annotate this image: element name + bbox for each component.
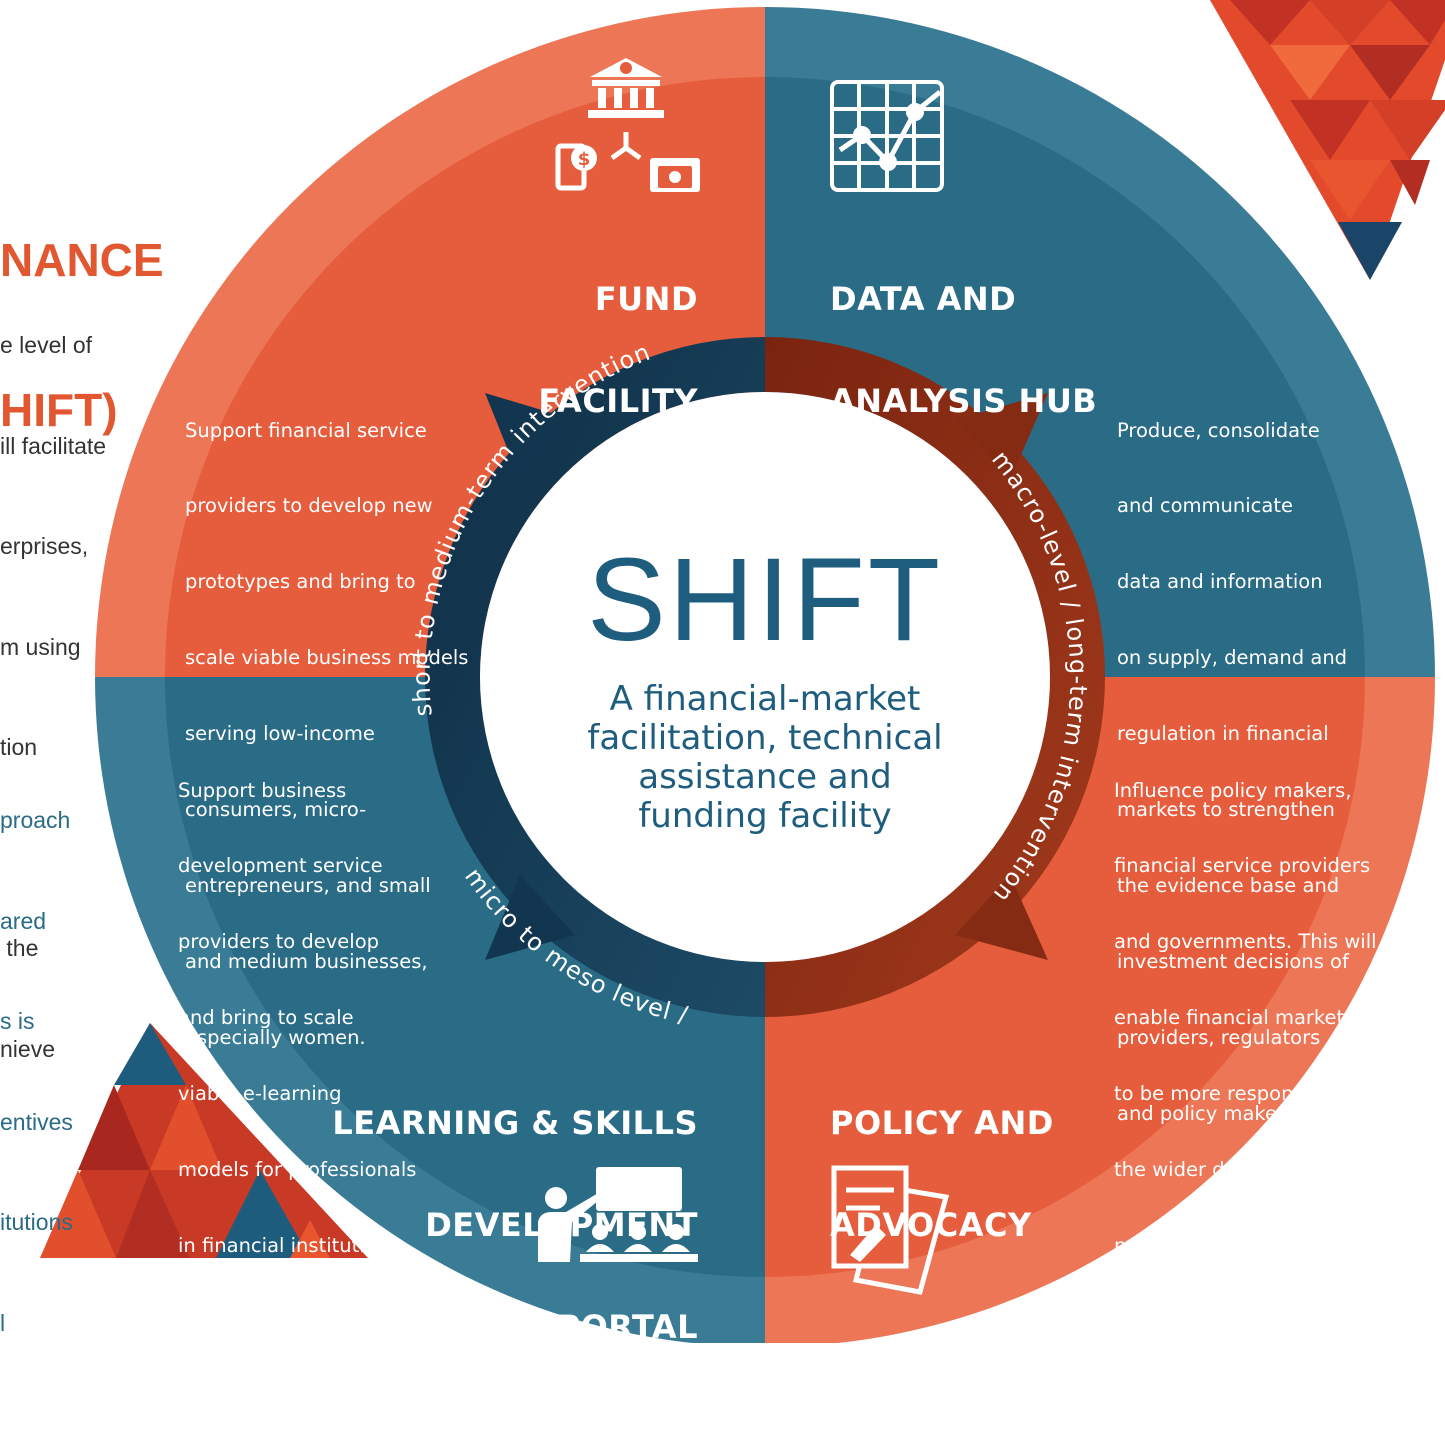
heading-line: FACILITY [538, 382, 698, 420]
ring-arrow-top-right [955, 393, 1048, 480]
description-line: and bring to scale [178, 1006, 354, 1030]
classroom-teacher-icon [538, 1167, 698, 1262]
heading-line: ANALYSIS HUB [830, 382, 1098, 420]
left-lower-line: itutions [0, 1209, 73, 1235]
description-line: the wider development [1114, 1158, 1341, 1182]
ring-arrow-bottom-right [955, 875, 1048, 960]
line-chart-grid-icon [830, 80, 944, 192]
description-line: Influence policy makers, [1114, 778, 1352, 802]
heading-line: ADVOCACY [830, 1206, 1032, 1244]
description-line: to be more responsive to [1114, 1082, 1359, 1106]
description-line: financial service providers [1114, 854, 1371, 878]
description-line: markets to strengthen [1117, 798, 1335, 822]
description-line: to improve productivity [178, 1309, 407, 1333]
heading-line: PORTAL [556, 1308, 698, 1346]
decorative-triangles-top-right [1210, 0, 1445, 280]
learning-portal-description: Support business development service pro… [178, 727, 416, 1435]
description-line: especially women. [185, 1025, 366, 1049]
bank-exchange-icon: $ [555, 58, 700, 192]
svg-text:$: $ [578, 149, 591, 170]
description-line: serving low-income [185, 722, 375, 746]
description-line: and governments. This will [1114, 930, 1377, 954]
center-title: SHIFT [587, 534, 943, 666]
description-line: providers, regulators [1117, 1025, 1321, 1049]
description-line: and professionalism. [178, 1385, 380, 1409]
heading-line: FUND [594, 280, 698, 318]
description-line: and medium businesses, [185, 949, 428, 973]
fund-facility-description: Support financial service providers to d… [185, 367, 468, 1075]
left-body-line: nieve [0, 1035, 55, 1062]
left-title-line: NANCE [0, 234, 164, 286]
heading-line: DEVELOPMENT [425, 1206, 698, 1244]
description-line: consumers, micro- [185, 798, 367, 822]
ring-arrow-top-left [485, 393, 575, 480]
left-title: NANCE HIFT) [0, 135, 164, 485]
description-line: regulation in financial [1117, 722, 1329, 746]
description-line: development service [178, 854, 383, 878]
left-body-line: m using [0, 633, 81, 660]
description-line: viable e-learning [178, 1082, 342, 1106]
center-subtitle: A financial-market facilitation, technic… [515, 680, 1015, 836]
subtitle-line: assistance and [638, 757, 892, 797]
description-line: scale viable business models [185, 646, 469, 670]
learning-portal-heading: LEARNING & SKILLS DEVELOPMENT PORTAL [318, 1038, 698, 1378]
subtitle-line: A financial-market [609, 679, 921, 719]
left-title-line: HIFT) [0, 384, 118, 436]
left-body-text: e level of ill facilitate erprises, m us… [0, 262, 106, 1100]
description-line: Produce, consolidate [1117, 418, 1320, 442]
description-line: and policy makers. [1117, 1101, 1302, 1125]
description-line: on supply, demand and [1117, 646, 1348, 670]
description-line: data and information [1117, 570, 1323, 594]
left-lower-line: entives [0, 1108, 73, 1135]
description-line: prototypes and bring to [185, 570, 416, 594]
description-line: Support business [178, 778, 347, 802]
description-line: entrepreneurs, and small [185, 873, 431, 897]
decorative-triangles-bottom-left [40, 1023, 368, 1258]
data-hub-heading: DATA AND ANALYSIS HUB [830, 214, 1097, 452]
left-body-line: e level of [0, 332, 93, 358]
policy-advocacy-description: Influence policy makers, financial servi… [1114, 727, 1377, 1359]
description-line: models for professionals [178, 1158, 417, 1182]
subtitle-line: funding facility [638, 796, 892, 836]
left-body-line: the [0, 935, 39, 961]
description-line: investment decisions of [1117, 949, 1349, 973]
left-lower-line: l [0, 1309, 6, 1336]
left-body-line: ill facilitate [0, 432, 107, 459]
description-line: the evidence base and [1117, 873, 1340, 897]
left-body-line: tion [0, 734, 38, 760]
description-line: Support financial service [185, 418, 427, 442]
description-line: and communicate [1117, 494, 1293, 518]
heading-line: LEARNING & SKILLS [332, 1104, 698, 1142]
documents-pencil-icon [831, 1165, 950, 1295]
shift-diagram: short to medium-term intervention macro-… [40, 0, 1445, 1343]
left-lower-line: ared [0, 907, 47, 934]
ring-arrow-bottom-left [485, 875, 575, 960]
policy-advocacy-heading: POLICY AND ADVOCACY [830, 1038, 1054, 1276]
intervention-ring: short to medium-term intervention macro-… [408, 337, 1105, 1030]
subtitle-line: facilitation, technical [587, 718, 943, 758]
center-disc [480, 392, 1050, 962]
heading-line: DATA AND [830, 280, 1017, 318]
description-line: providers to develop [178, 930, 380, 954]
description-line: priorities of governments [1114, 1233, 1361, 1257]
description-line: providers to develop new [185, 494, 433, 518]
fund-facility-heading: FUND FACILITY [498, 214, 698, 452]
left-lower-line: s is [0, 1008, 35, 1034]
left-lower-line: proach [0, 807, 71, 833]
description-line: enable financial markets [1114, 1006, 1355, 1030]
description-line: in financial institutions [178, 1233, 400, 1257]
left-lower-text: proach ared s is entives itutions l [0, 737, 73, 1374]
left-body-line: erprises, [0, 533, 89, 559]
description-line: and its people. [1114, 1309, 1259, 1333]
heading-line: POLICY AND [830, 1104, 1054, 1142]
data-hub-description: Produce, consolidate and communicate dat… [1117, 367, 1349, 1151]
